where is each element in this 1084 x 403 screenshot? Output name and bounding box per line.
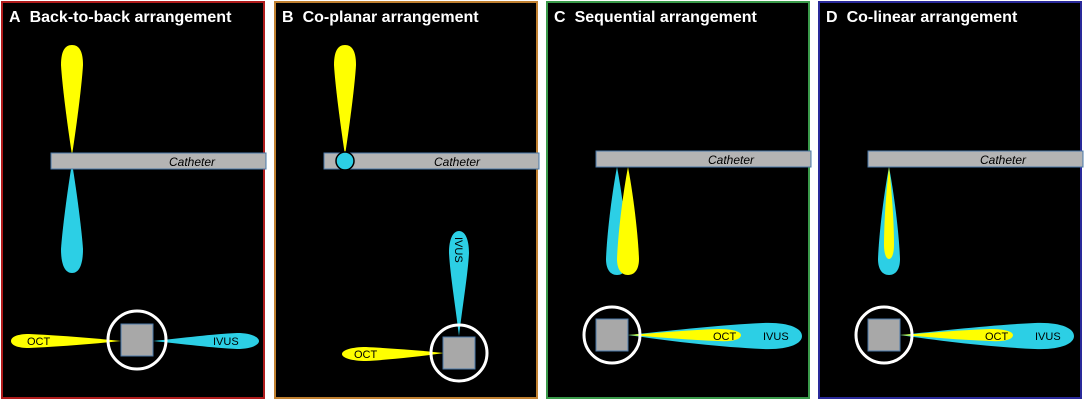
- oct-label: OCT: [354, 349, 378, 361]
- panel-a-diagram: Catheter OCT IVUS: [11, 45, 267, 371]
- oct-beam-down: [884, 167, 894, 259]
- panel-d-title: D Co-linear arrangement: [826, 9, 1017, 27]
- panel-a-title-text: Back-to-back arrangement: [29, 9, 232, 26]
- oct-beam-left: [11, 334, 121, 348]
- catheter-label: Catheter: [434, 155, 481, 169]
- oct-label: OCT: [713, 331, 737, 343]
- ivus-beam-up: [449, 231, 469, 336]
- panel-d-diagram: Catheter IVUS OCT: [854, 150, 1084, 365]
- panel-d-letter: D: [826, 9, 838, 26]
- oct-label: OCT: [985, 331, 1009, 343]
- ivus-beam-right: [153, 333, 259, 349]
- transducer-block: [442, 336, 476, 370]
- ivus-label: IVUS: [1035, 331, 1061, 343]
- transducer-block: [120, 323, 154, 357]
- catheter: [50, 152, 267, 170]
- panel-a: A Back-to-back arrangement Catheter OCT I…: [1, 1, 267, 399]
- panel-c-diagram: Catheter IVUS OCT: [582, 150, 812, 365]
- ivus-transducer-dot: [335, 151, 355, 171]
- vessel-ring: [106, 309, 168, 371]
- panel-c-letter: C: [554, 9, 566, 26]
- ivus-label: IVUS: [763, 331, 789, 343]
- panel-a-letter: A: [9, 9, 21, 26]
- catheter-label: Catheter: [980, 153, 1027, 167]
- oct-beam-left: [342, 347, 444, 361]
- transducer-block: [595, 318, 629, 352]
- ivus-beam-down: [61, 163, 83, 273]
- panel-d-title-text: Co-linear arrangement: [846, 9, 1018, 26]
- vessel-ring: [429, 323, 489, 383]
- panel-b-letter: B: [282, 9, 294, 26]
- oct-beam-down: [617, 167, 639, 275]
- panel-b: B Co-planar arrangement Catheter IVUS OCT: [274, 1, 540, 399]
- panel-c-title: C Sequential arrangement: [554, 9, 757, 27]
- oct-label: OCT: [27, 336, 51, 348]
- oct-beam-right: [628, 329, 741, 342]
- ivus-label: IVUS: [213, 336, 239, 348]
- panel-b-title: B Co-planar arrangement: [282, 9, 479, 27]
- catheter: [323, 152, 540, 170]
- catheter-label: Catheter: [708, 153, 755, 167]
- panel-d: D Co-linear arrangement Catheter IVUS OCT: [818, 1, 1084, 399]
- catheter: [595, 150, 812, 168]
- transducer-block: [867, 318, 901, 352]
- ivus-label: IVUS: [452, 237, 464, 263]
- oct-beam-up: [61, 45, 83, 155]
- panel-b-title-text: Co-planar arrangement: [302, 9, 479, 26]
- vessel-ring: [582, 305, 642, 365]
- panel-c-title-text: Sequential arrangement: [574, 9, 757, 26]
- vessel-ring: [854, 305, 914, 365]
- oct-beam-up: [334, 45, 356, 155]
- catheter: [867, 150, 1084, 168]
- panel-b-diagram: Catheter IVUS OCT: [323, 45, 540, 383]
- catheter-label: Catheter: [169, 155, 216, 169]
- panel-a-title: A Back-to-back arrangement: [9, 9, 231, 27]
- oct-beam-right: [900, 329, 1013, 342]
- panel-c: C Sequential arrangement Catheter IVUS OC…: [546, 1, 812, 399]
